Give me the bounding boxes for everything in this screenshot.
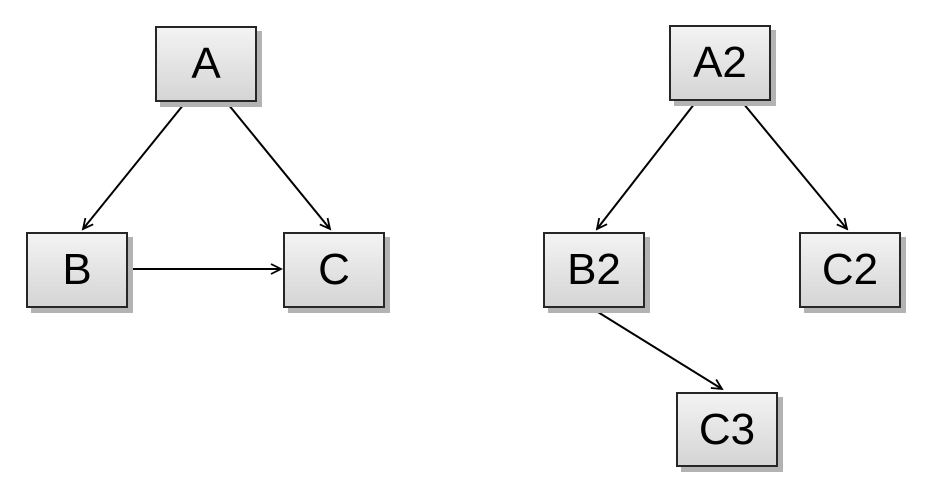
edge-A-B	[83, 103, 185, 229]
edge-A2-C2	[742, 102, 847, 229]
node-A2: A2	[669, 25, 771, 101]
node-B: B	[26, 232, 128, 308]
node-label: A	[191, 39, 221, 88]
node-C2: C2	[799, 232, 901, 308]
node-label: C3	[698, 404, 756, 454]
node-label: A2	[693, 38, 747, 87]
edge-B2-C3	[592, 308, 722, 389]
node-label: B	[62, 245, 92, 294]
node-A: A	[155, 26, 257, 102]
edge-A2-B2	[597, 102, 696, 229]
node-B2: B2	[543, 232, 645, 308]
edge-A-C	[227, 103, 330, 229]
node-C3: C3	[676, 392, 778, 467]
edge-group	[83, 102, 847, 389]
node-label: B2	[567, 245, 621, 294]
node-label: C	[318, 245, 350, 294]
node-label: C2	[821, 245, 879, 294]
node-C: C	[283, 232, 385, 308]
